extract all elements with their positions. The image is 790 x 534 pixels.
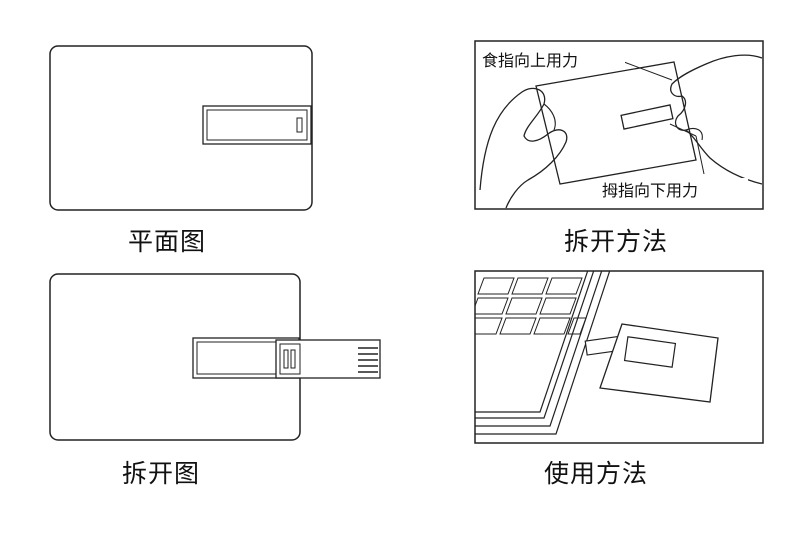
grip-line-2 xyxy=(290,349,296,369)
open-method-drawing: 食指向上用力 拇指向下用力 xyxy=(474,40,764,210)
right-hand xyxy=(670,54,763,185)
index-label-bg xyxy=(479,48,625,70)
right-thumb xyxy=(685,127,703,141)
card-outline xyxy=(49,273,301,441)
thumb-label-bg xyxy=(598,178,748,200)
usb-part xyxy=(620,104,674,130)
plan-view-caption: 平面图 xyxy=(128,227,207,256)
opened-card-drawing xyxy=(49,273,381,441)
usb-stick-grip xyxy=(279,343,301,375)
laptop xyxy=(475,271,611,435)
open-method-caption: 拆开方法 xyxy=(564,227,669,256)
open-method-panel: 食指向上用力 拇指向下用力 xyxy=(474,40,766,212)
thumb-pointer-line xyxy=(669,123,697,137)
thumb-label: 拇指向下用力 xyxy=(602,181,698,200)
card-slot xyxy=(623,336,677,368)
keyboard-keys xyxy=(475,277,587,335)
usb-slot-outer xyxy=(202,105,312,145)
usage-drawing xyxy=(474,270,764,444)
card-outline xyxy=(49,45,313,211)
thumb-pointer-line-2 xyxy=(695,135,705,175)
usb-card xyxy=(599,323,719,403)
usb-slot-inner xyxy=(206,109,308,141)
index-finger-label: 食指向上用力 xyxy=(482,51,578,70)
left-thumb xyxy=(543,103,556,131)
left-hand xyxy=(479,87,568,209)
opened-view-panel xyxy=(48,272,384,444)
grip-line-1 xyxy=(283,349,289,369)
usage-panel xyxy=(474,270,766,446)
index-pointer-line xyxy=(623,61,673,81)
plan-view-panel xyxy=(48,44,316,216)
card-plan-drawing xyxy=(49,45,313,211)
usb-contacts xyxy=(358,347,378,373)
usage-caption: 使用方法 xyxy=(544,459,649,488)
opened-view-caption: 拆开图 xyxy=(122,459,201,488)
usb-slot-notch xyxy=(296,117,303,133)
card-being-opened xyxy=(535,61,697,185)
